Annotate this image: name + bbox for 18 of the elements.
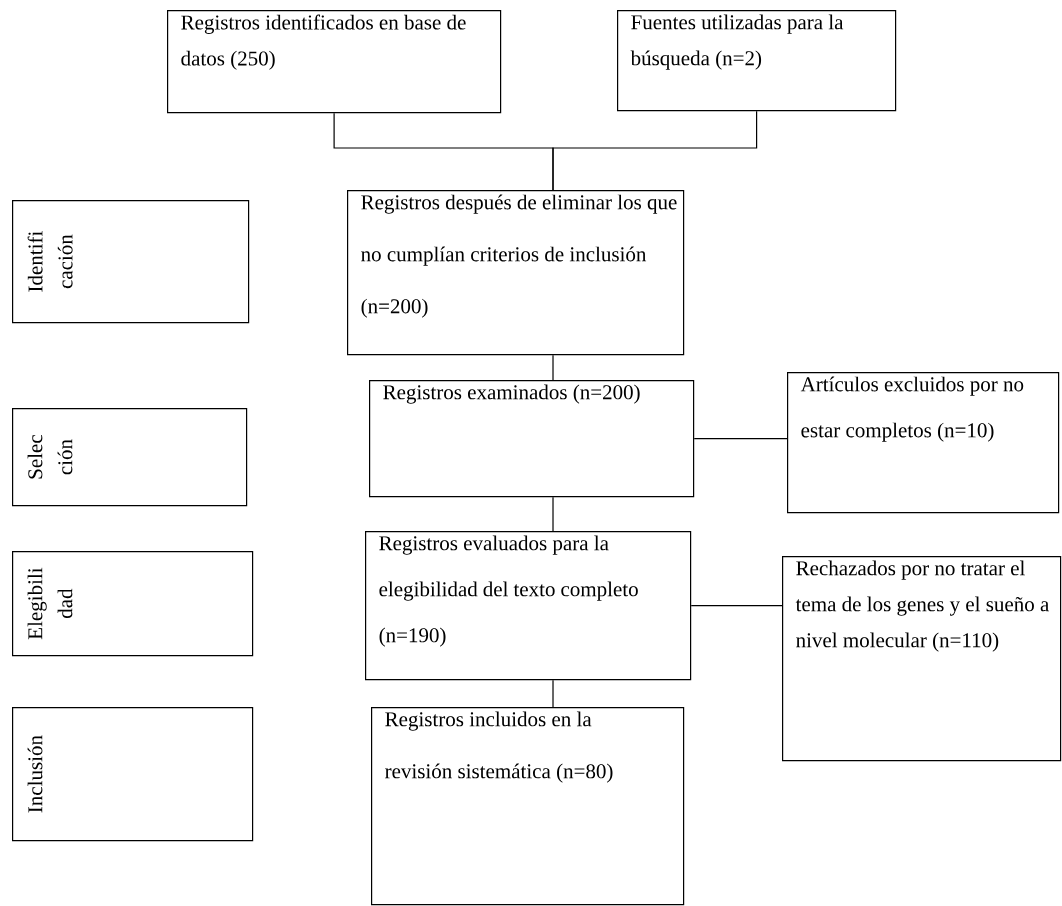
connector-line: [690, 605, 783, 607]
stage-label-box: Inclusión: [12, 707, 254, 842]
connector-line: [552, 354, 554, 381]
stage-label-box: Identifi cación: [12, 200, 250, 324]
connector-line: [552, 679, 554, 708]
process-box: Registros después de eliminar los que no cumplían criterios de inclusión (n=200): [347, 190, 685, 356]
process-box: Artículos excluidos por no estar completos (n=10): [787, 372, 1060, 514]
process-box: Fuentes utilizadas para la búsqueda (n=2): [617, 10, 897, 112]
connector-line: [693, 438, 788, 440]
process-box: Rechazados por no tratar el tema de los genes y el sueño a nivel molecular (n=110): [782, 556, 1062, 762]
process-box: Registros evaluados para la elegibilidad del texto completo (n=190): [365, 531, 692, 681]
process-box: Registros examinados (n=200): [369, 380, 695, 498]
stage-label-box: Selec ción: [12, 408, 248, 507]
stage-label-box: Elegibili dad: [12, 551, 254, 657]
process-box: Registros incluidos en la revisión sistemática (n=80): [371, 707, 685, 906]
connector-line: [552, 496, 554, 532]
connector-line: [552, 110, 758, 191]
process-box: Registros identificados en base de datos (250): [167, 10, 502, 114]
